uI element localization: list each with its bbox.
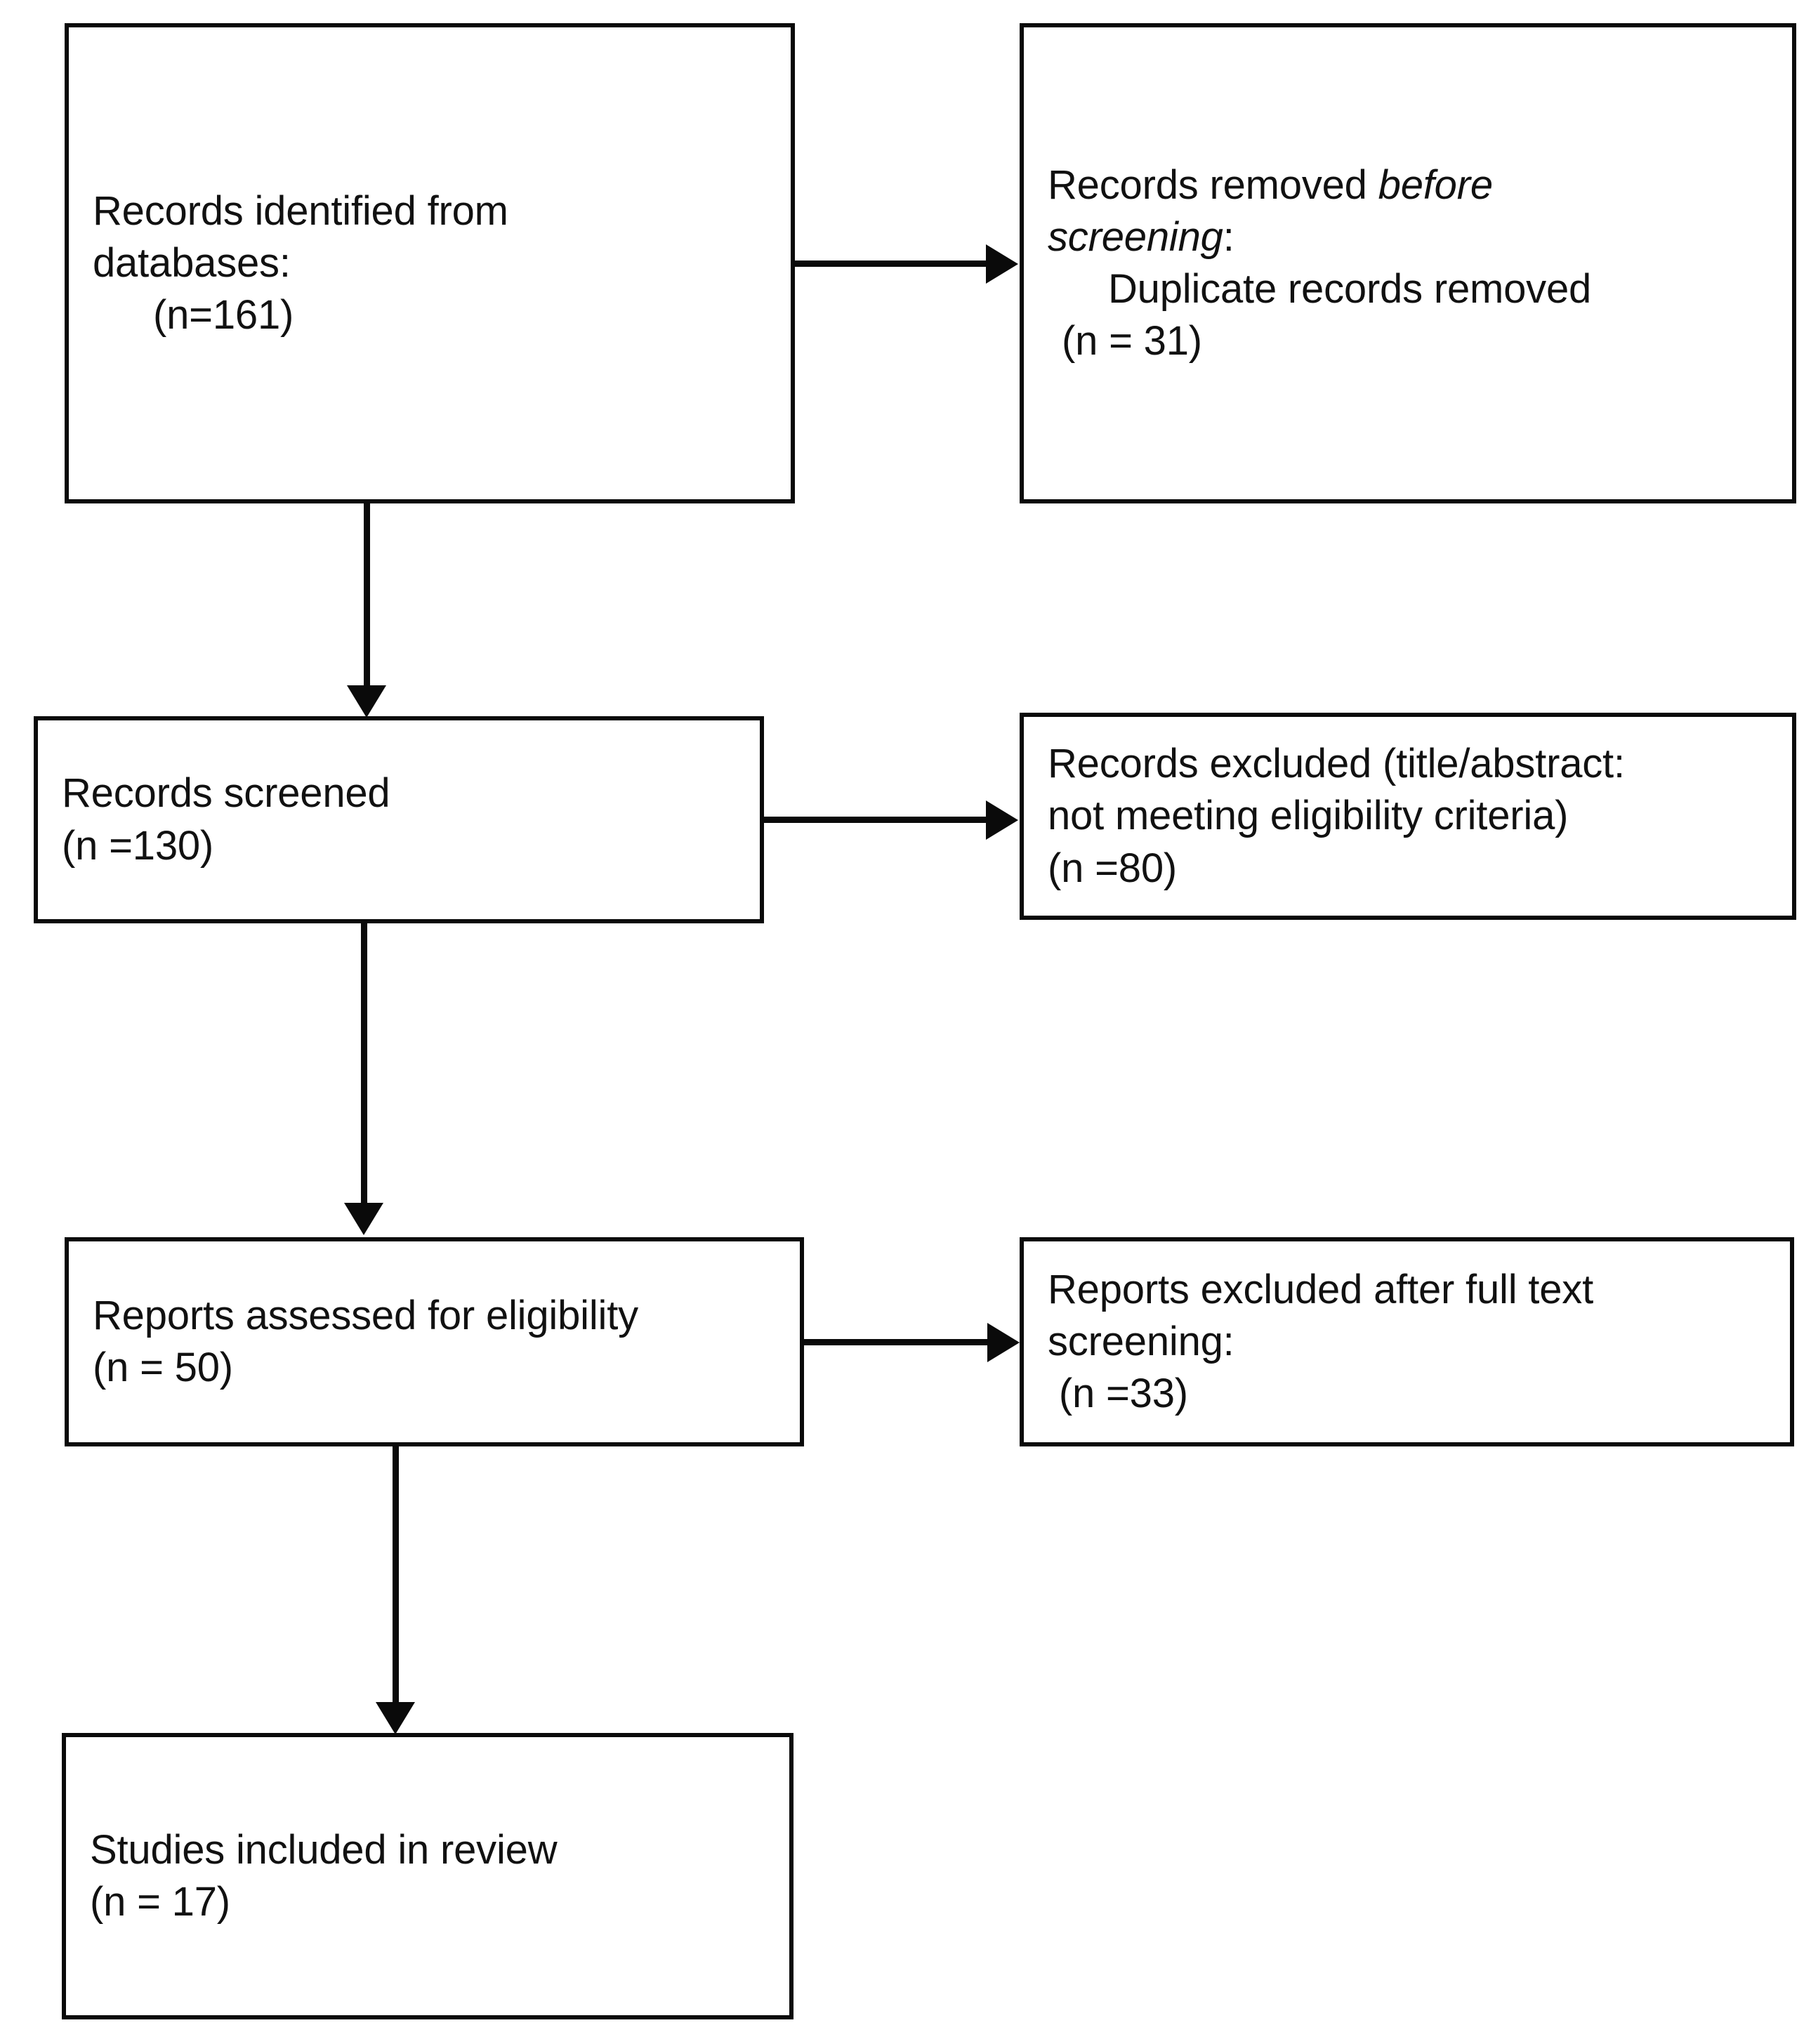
arrow-shaft: [364, 501, 370, 690]
node-excluded-ft-count: (n =33): [1048, 1371, 1188, 1417]
node-removed-count: (n = 31): [1062, 318, 1202, 364]
arrow-identified-to-screened-icon: [345, 501, 388, 723]
node-excluded-ta-text: Records excluded (title/abstract: not me…: [1024, 738, 1792, 895]
arrow-assessed-to-excluded-icon: [804, 1321, 1025, 1364]
node-excluded-ta-line-2: not meeting eligibility criteria): [1048, 793, 1569, 839]
node-reports-assessed-for-eligibility: Reports assessed for eligibility (n = 50…: [65, 1237, 804, 1446]
node-removed-line-1-prefix: Records removed: [1048, 161, 1378, 208]
node-identified-text: Records identified from databases: (n=16…: [69, 185, 791, 342]
node-excluded-ft-line-1: Reports excluded after full text: [1048, 1266, 1593, 1312]
arrow-screened-to-excluded-icon: [764, 799, 1024, 841]
node-studies-included-in-review: Studies included in review (n = 17): [62, 1733, 793, 2019]
node-screened-line-1: Records screened: [62, 770, 390, 817]
node-removed-line-3: Duplicate records removed: [1108, 266, 1592, 312]
node-records-excluded-title-abstract: Records excluded (title/abstract: not me…: [1020, 713, 1796, 920]
node-screened-text: Records screened (n =130): [38, 767, 760, 871]
arrow-head-right-icon: [987, 1323, 1020, 1362]
arrow-shaft: [764, 817, 989, 823]
arrow-head-right-icon: [986, 244, 1018, 284]
node-included-text: Studies included in review (n = 17): [66, 1824, 789, 1928]
node-excluded-ta-line-1: Records excluded (title/abstract:: [1048, 741, 1625, 787]
node-records-screened: Records screened (n =130): [34, 716, 764, 923]
node-records-removed-before-screening: Records removed before screening: Duplic…: [1020, 23, 1796, 503]
node-included-line-1: Studies included in review: [90, 1826, 558, 1873]
node-screened-count: (n =130): [62, 822, 214, 869]
arrow-head-down-icon: [344, 1203, 383, 1235]
node-identified-line-2: databases:: [93, 239, 291, 286]
arrow-assessed-to-included-icon: [374, 1445, 416, 1739]
arrow-shaft: [393, 1445, 399, 1706]
arrow-shaft: [792, 261, 989, 267]
node-removed-line-1-emphasis: before: [1378, 161, 1493, 208]
node-records-identified: Records identified from databases: (n=16…: [65, 23, 795, 503]
node-assessed-text: Reports assessed for eligibility (n = 50…: [69, 1290, 800, 1394]
arrow-head-down-icon: [376, 1702, 415, 1734]
arrow-shaft: [361, 923, 367, 1207]
node-identified-line-1: Records identified from: [93, 187, 508, 234]
node-identified-count: (n=161): [153, 292, 294, 338]
node-removed-text: Records removed before screening: Duplic…: [1024, 159, 1792, 368]
arrow-shaft: [804, 1339, 990, 1345]
node-excluded-ft-line-2: screening:: [1048, 1318, 1234, 1364]
arrow-identified-to-removed-icon: [792, 243, 1024, 285]
node-included-count: (n = 17): [90, 1879, 230, 1925]
node-excluded-ta-count: (n =80): [1048, 845, 1177, 891]
node-removed-line-2-suffix: :: [1223, 213, 1234, 260]
node-assessed-count: (n = 50): [93, 1345, 233, 1390]
node-removed-line-2: screening:: [1048, 211, 1768, 263]
arrow-screened-to-assessed-icon: [343, 923, 385, 1240]
node-excluded-ft-text: Reports excluded after full text screeni…: [1024, 1264, 1790, 1420]
arrow-head-right-icon: [986, 800, 1018, 840]
node-removed-line-2-emphasis: screening: [1048, 213, 1223, 260]
node-assessed-line-1: Reports assessed for eligibility: [93, 1292, 638, 1338]
node-reports-excluded-after-full-text: Reports excluded after full text screeni…: [1020, 1237, 1794, 1446]
arrow-head-down-icon: [347, 685, 386, 718]
node-removed-line-1: Records removed before: [1048, 159, 1768, 211]
